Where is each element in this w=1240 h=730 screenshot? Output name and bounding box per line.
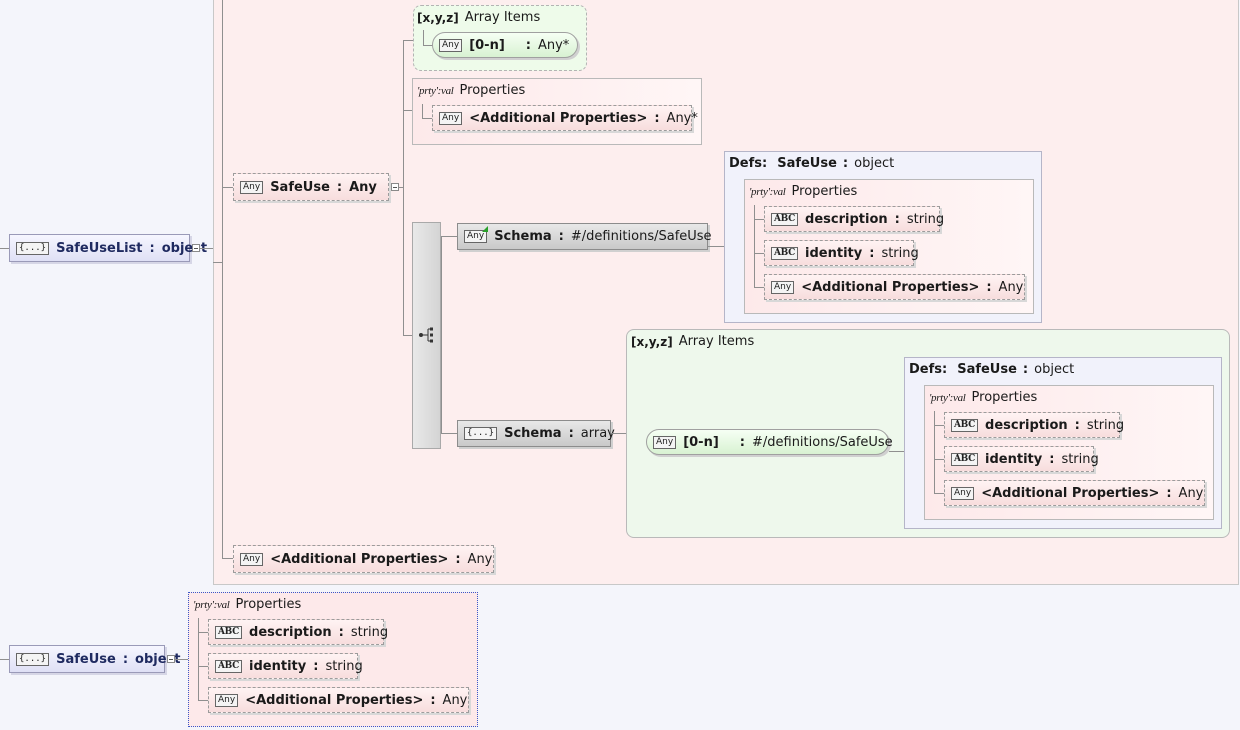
- object-icon: {...}: [16, 652, 50, 666]
- array-item-node[interactable]: Any [0-n] : Any*: [432, 32, 578, 58]
- safeuse-any-node[interactable]: Any SafeUse : Any: [233, 173, 389, 201]
- reference-link-icon: [482, 226, 488, 232]
- identity-node[interactable]: ABC identity : string: [944, 446, 1099, 472]
- string-icon: ABC: [771, 212, 799, 226]
- array-icon: [x,y,z]: [631, 334, 673, 349]
- properties-header: 'prty':val Properties: [193, 597, 302, 612]
- string-icon: ABC: [215, 625, 243, 639]
- properties-icon: 'prty':val: [193, 598, 230, 611]
- string-icon: ABC: [215, 659, 243, 673]
- any-icon: Any: [464, 230, 488, 243]
- properties-icon: 'prty':val: [749, 185, 786, 198]
- safeuse-root-node[interactable]: {...} SafeUse : object: [9, 645, 180, 673]
- any-icon: Any: [240, 180, 264, 194]
- schema-ref-node[interactable]: Any Schema : #/definitions/SafeUse: [457, 223, 712, 250]
- properties-icon: 'prty':val: [929, 391, 966, 404]
- description-node[interactable]: ABC description : string: [764, 206, 944, 232]
- additional-properties-node[interactable]: Any <Additional Properties> : Any: [944, 480, 1205, 506]
- identity-node[interactable]: ABC identity : string: [764, 240, 919, 266]
- array-item-node[interactable]: Any [0-n] : #/definitions/SafeUse: [646, 429, 893, 455]
- choice-compositor[interactable]: [412, 222, 441, 449]
- safeuselist-node[interactable]: {...} SafeUseList : object: [9, 234, 207, 262]
- array-items-header: [x,y,z] Array Items: [631, 334, 755, 349]
- array-icon: [x,y,z]: [417, 10, 459, 25]
- defs-header: Defs: SafeUse : object: [729, 156, 895, 171]
- array-items-header: [x,y,z] Array Items: [417, 10, 541, 25]
- additional-properties-node[interactable]: Any <Additional Properties> : Any: [233, 545, 494, 573]
- properties-header: 'prty':val Properties: [929, 390, 1038, 405]
- properties-header: 'prty':val Properties: [749, 184, 858, 199]
- object-icon: {...}: [464, 427, 498, 440]
- defs-header: Defs: SafeUse : object: [909, 362, 1075, 377]
- identity-node[interactable]: ABC identity : string: [208, 653, 363, 679]
- any-icon: Any: [439, 111, 463, 125]
- string-icon: ABC: [951, 418, 979, 432]
- any-icon: Any: [215, 693, 239, 707]
- string-icon: ABC: [951, 452, 979, 466]
- any-icon: Any: [951, 486, 975, 500]
- schema-array-node[interactable]: {...} Schema : array: [457, 420, 615, 447]
- additional-properties-node[interactable]: Any <Additional Properties> : Any: [208, 687, 469, 713]
- description-node[interactable]: ABC description : string: [944, 412, 1124, 438]
- any-icon: Any: [439, 38, 463, 52]
- node-name: SafeUseList: [56, 240, 143, 256]
- collapse-icon[interactable]: [391, 183, 399, 191]
- collapse-icon[interactable]: [167, 655, 175, 663]
- any-icon: Any: [771, 280, 795, 294]
- collapse-icon[interactable]: [192, 244, 200, 252]
- properties-header: 'prty':val Properties: [417, 83, 526, 98]
- additional-properties-node[interactable]: Any <Additional Properties> : Any*: [432, 105, 698, 131]
- node-type: Any: [349, 179, 377, 195]
- string-icon: ABC: [771, 246, 799, 260]
- properties-icon: 'prty':val: [417, 84, 454, 97]
- choice-icon: [418, 327, 436, 343]
- any-icon: Any: [653, 435, 677, 449]
- any-icon: Any: [240, 552, 264, 566]
- node-name: SafeUse: [270, 179, 330, 195]
- additional-properties-node[interactable]: Any <Additional Properties> : Any: [764, 274, 1025, 300]
- description-node[interactable]: ABC description : string: [208, 619, 388, 645]
- object-icon: {...}: [16, 241, 50, 255]
